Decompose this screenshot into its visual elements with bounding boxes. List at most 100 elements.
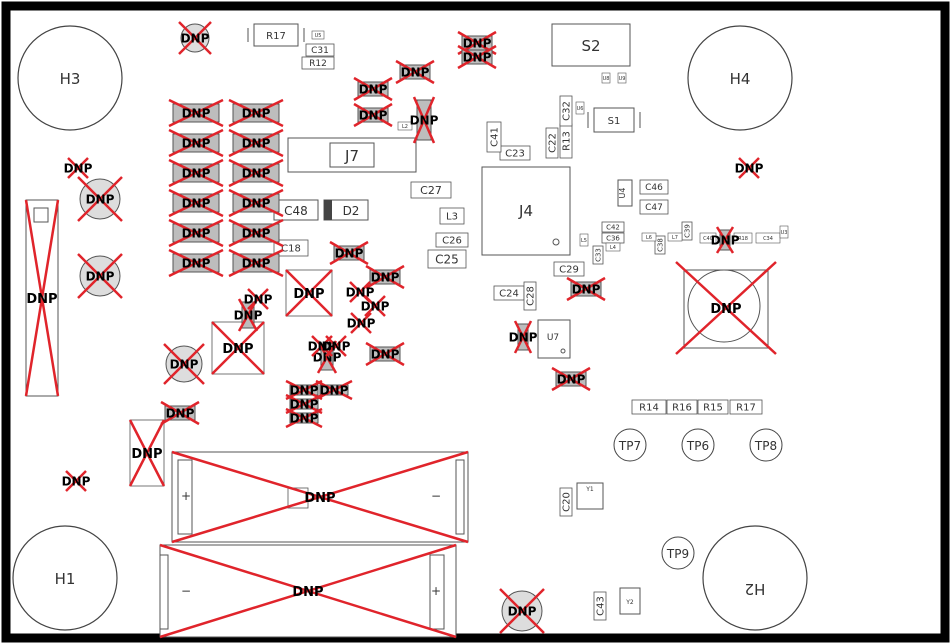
part-c39: C39 xyxy=(681,221,693,241)
dnp-marker: DNP xyxy=(395,59,435,85)
part-c25: C25 xyxy=(427,249,467,269)
part-l4: L4 xyxy=(605,242,621,252)
dnp-label: DNP xyxy=(710,302,741,317)
svg-text:−: − xyxy=(431,489,441,503)
part-c24: C24 xyxy=(493,285,525,301)
svg-text:S2: S2 xyxy=(581,37,600,55)
connector-j4: J7 xyxy=(287,137,417,173)
svg-text:S1: S1 xyxy=(608,116,621,127)
dnp-marker: DNP xyxy=(329,240,369,266)
dnp-label: DNP xyxy=(371,271,400,285)
dnp-label: DNP xyxy=(64,162,93,176)
dnp-label: DNP xyxy=(242,227,271,241)
dnp-marker: DNP xyxy=(244,288,273,310)
switch-s1: R17 xyxy=(247,23,305,47)
part-label: C20 xyxy=(562,492,573,512)
test-point-tp8: TP8 xyxy=(749,428,783,462)
part-c40: C40 xyxy=(699,232,717,244)
part-l3: L3 xyxy=(439,207,465,225)
part-label: U8 xyxy=(603,76,610,82)
dnp-marker: DNP xyxy=(160,400,200,426)
part-u9: U9 xyxy=(617,72,627,84)
part-label: C24 xyxy=(499,289,519,300)
dnp-marker: DNP xyxy=(228,128,284,158)
part-label: L5 xyxy=(581,238,587,244)
part-l2: L2 xyxy=(397,121,413,131)
dnp-label: DNP xyxy=(361,300,390,314)
dnp-label: DNP xyxy=(304,491,335,506)
dnp-label: DNP xyxy=(62,475,91,489)
dnp-label: DNP xyxy=(335,247,364,261)
dnp-marker: DNP xyxy=(168,98,224,128)
dnp-label: DNP xyxy=(242,257,271,271)
part-label: C40 xyxy=(703,236,713,242)
svg-text:+: + xyxy=(181,489,191,503)
dnp-label: DNP xyxy=(242,137,271,151)
part-label: C29 xyxy=(559,265,579,276)
h4-label: H4 xyxy=(730,70,751,88)
dnp-marker: DNP xyxy=(159,543,457,639)
part-label: U9 xyxy=(619,76,626,82)
dnp-label: DNP xyxy=(320,384,349,398)
dnp-marker: DNP xyxy=(211,321,265,375)
dnp-marker: DNP xyxy=(457,44,497,70)
dnp-marker: DNP xyxy=(711,226,740,254)
svg-text:Y1: Y1 xyxy=(585,486,594,493)
dnp-label: DNP xyxy=(182,137,211,151)
dnp-label: DNP xyxy=(244,293,273,307)
part-r15: R15 xyxy=(697,399,729,415)
part-c36: C36 xyxy=(601,232,625,244)
dnp-label: DNP xyxy=(290,398,319,412)
part-c33: C33 xyxy=(592,245,604,265)
dnp-label: DNP xyxy=(359,83,388,97)
part-label: C33 xyxy=(595,248,603,262)
part-label: C34 xyxy=(763,236,773,242)
dnp-label: DNP xyxy=(463,37,492,51)
svg-text:Y2: Y2 xyxy=(625,599,634,606)
dnp-marker: DNP xyxy=(62,470,91,492)
mounting-hole-h1: H1 xyxy=(12,525,118,631)
part-label: C18 xyxy=(281,244,301,255)
dnp-label: DNP xyxy=(346,286,375,300)
part-c42: C42 xyxy=(601,221,625,233)
dnp-label: DNP xyxy=(322,340,351,354)
part-u6: U6 xyxy=(575,101,585,115)
part-r18: R18 xyxy=(733,232,753,244)
dnp-label: DNP xyxy=(572,283,601,297)
part-label: U6 xyxy=(577,106,584,112)
dnp-marker: DNP xyxy=(347,312,376,334)
svg-text:TP8: TP8 xyxy=(754,439,777,453)
part-label: L7 xyxy=(672,235,678,241)
dnp-marker: DNP xyxy=(353,102,393,128)
mounting-hole-h2: H2 xyxy=(702,525,808,631)
part-label: R16 xyxy=(672,403,692,414)
diode-d2: D2 xyxy=(323,199,369,221)
part-label: R14 xyxy=(639,403,659,414)
part-c29: C29 xyxy=(553,261,585,277)
part-label: C47 xyxy=(645,203,663,213)
dnp-marker: DNP xyxy=(228,98,284,128)
part-label: R12 xyxy=(309,59,327,69)
part-label: C31 xyxy=(311,46,329,56)
part-u3: U3 xyxy=(779,225,789,239)
part-r17: R17 xyxy=(729,399,763,415)
dnp-marker: DNP xyxy=(168,218,224,248)
svg-text:+: + xyxy=(431,584,441,598)
dnp-label: DNP xyxy=(222,342,253,357)
part-c22: C22 xyxy=(545,127,559,159)
dnp-label: DNP xyxy=(234,309,263,323)
part-c27: C27 xyxy=(410,181,452,199)
dnp-marker: DNP xyxy=(285,393,323,415)
dnp-label: DNP xyxy=(293,287,324,302)
dnp-marker: DNP xyxy=(168,188,224,218)
dnp-label: DNP xyxy=(292,585,323,600)
dnp-label: DNP xyxy=(557,373,586,387)
dnp-label: DNP xyxy=(182,167,211,181)
crystal-y2: U4 xyxy=(617,179,633,207)
svg-text:J4: J4 xyxy=(518,202,533,220)
part-r16: R16 xyxy=(666,399,698,415)
dnp-marker: DNP xyxy=(228,218,284,248)
svg-text:−: − xyxy=(181,584,191,598)
dnp-label: DNP xyxy=(401,66,430,80)
